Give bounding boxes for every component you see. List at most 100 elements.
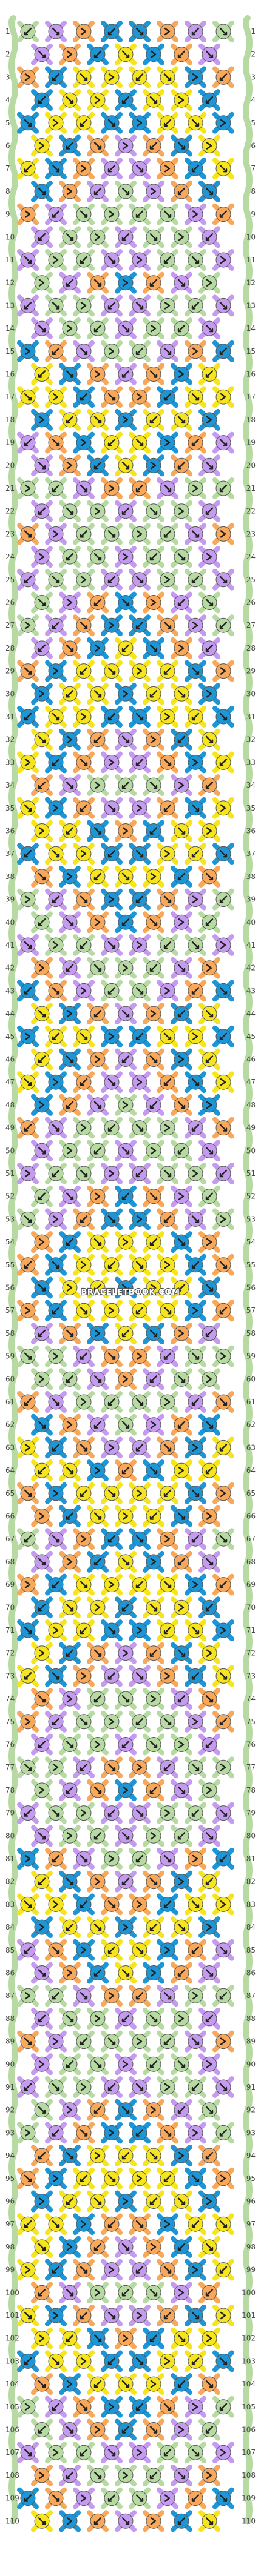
knot xyxy=(129,66,151,88)
knot xyxy=(157,1665,178,1687)
knot xyxy=(198,683,220,705)
knot-arrow-icon xyxy=(191,302,200,310)
knot xyxy=(59,500,81,522)
knot xyxy=(198,271,220,294)
knot-node xyxy=(202,1234,217,1250)
knot-arrow-icon xyxy=(66,279,74,287)
knot xyxy=(171,1140,192,1162)
knot xyxy=(129,203,151,225)
knot xyxy=(198,1916,220,1939)
knot xyxy=(59,226,81,248)
knot-node xyxy=(118,2331,134,2346)
knot xyxy=(101,1436,123,1459)
knot xyxy=(31,1550,53,1573)
knot xyxy=(198,1368,220,1390)
knot xyxy=(143,1185,164,1207)
row-number-left: 4 xyxy=(5,96,10,104)
knot xyxy=(101,751,123,774)
knot xyxy=(31,683,53,705)
knot xyxy=(59,865,81,888)
row-number-right: 77 xyxy=(246,1763,256,1771)
knot xyxy=(129,1939,151,1961)
knot-arrow-icon xyxy=(24,622,31,629)
knot xyxy=(185,1573,206,1596)
knot xyxy=(87,1459,109,1482)
knot xyxy=(59,1368,81,1390)
knot xyxy=(101,158,123,180)
knot xyxy=(101,294,123,317)
knot-node xyxy=(215,252,231,268)
knot-arrow-icon xyxy=(205,96,214,104)
knot-node xyxy=(132,2171,147,2186)
knot xyxy=(73,203,95,225)
row-number-right: 17 xyxy=(246,393,256,401)
knot xyxy=(171,271,192,294)
knot xyxy=(171,317,192,340)
knot xyxy=(115,408,137,431)
row-number-left: 81 xyxy=(5,1854,15,1863)
knot xyxy=(157,523,178,545)
knot-arrow-icon xyxy=(107,165,116,173)
knot xyxy=(143,1642,164,1664)
knot-node xyxy=(174,503,189,519)
knot xyxy=(31,317,53,340)
knot xyxy=(87,1003,109,1025)
knot-node xyxy=(90,640,106,656)
knot xyxy=(45,386,67,408)
row-number-left: 6 xyxy=(5,142,10,150)
knot-arrow-icon xyxy=(206,142,212,150)
knot xyxy=(17,1117,39,1139)
row-number-right: 60 xyxy=(246,1375,256,1383)
knot xyxy=(185,614,206,637)
knot-node xyxy=(34,412,50,428)
knot xyxy=(198,500,220,522)
knot xyxy=(143,2418,164,2441)
knot xyxy=(212,1985,234,2007)
knot xyxy=(115,500,137,522)
knot xyxy=(171,1779,192,1801)
knot xyxy=(45,66,67,88)
knot-node xyxy=(104,892,120,908)
knot-arrow-icon xyxy=(220,256,226,264)
knot-node xyxy=(20,1303,36,1318)
knot xyxy=(59,911,81,934)
knot xyxy=(101,660,123,682)
knot xyxy=(212,111,234,134)
knot xyxy=(171,2510,192,2532)
row-number-left: 44 xyxy=(5,1009,15,1018)
knot-arrow-icon xyxy=(191,667,200,675)
knot-arrow-icon xyxy=(191,119,200,127)
knot xyxy=(129,1985,151,2007)
knot xyxy=(59,1185,81,1207)
knot xyxy=(45,2350,67,2372)
knot xyxy=(171,1231,192,1253)
knot xyxy=(171,1048,192,1071)
knot xyxy=(73,1665,95,1687)
knot-arrow-icon xyxy=(135,439,144,446)
knot xyxy=(143,2236,164,2258)
knot xyxy=(45,1436,67,1459)
knot xyxy=(212,2305,234,2326)
knot xyxy=(87,2190,109,2213)
knot xyxy=(115,2418,137,2441)
knot-node xyxy=(160,983,175,998)
knot-node xyxy=(188,1303,203,1318)
knot-node xyxy=(174,229,189,245)
knot xyxy=(157,431,178,454)
row-number-left: 51 xyxy=(5,1169,15,1178)
knot xyxy=(45,21,67,42)
knot xyxy=(17,2350,39,2372)
row-number-right: 80 xyxy=(246,1831,256,1840)
knot xyxy=(87,2007,109,2030)
knot xyxy=(143,1596,164,1619)
knot-arrow-icon xyxy=(93,416,102,424)
knot-node xyxy=(34,1645,50,1661)
knot xyxy=(45,158,67,180)
knot xyxy=(87,89,109,111)
knot-arrow-icon xyxy=(93,553,102,561)
knot xyxy=(17,294,39,317)
row-number-right: 39 xyxy=(246,895,256,904)
row-number-right: 25 xyxy=(246,576,256,584)
knot xyxy=(59,2464,81,2486)
knot xyxy=(129,1802,151,1824)
